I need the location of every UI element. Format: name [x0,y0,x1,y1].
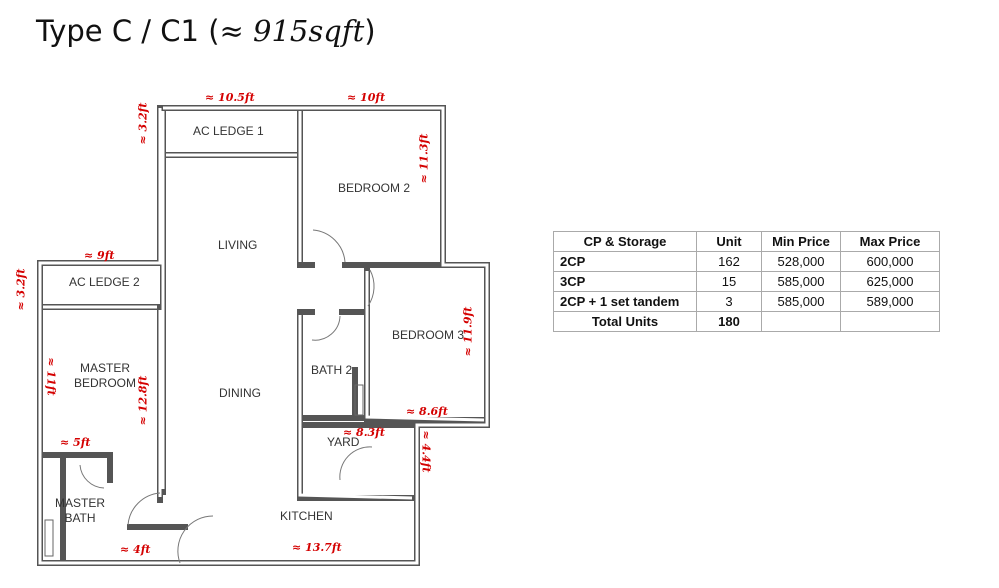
dim-kitchen-width: ≈ 13.7ft [292,541,342,554]
header-max-price: Max Price [840,231,940,252]
header-cp-storage: CP & Storage [553,231,697,252]
door-bath-2 [311,315,341,341]
dim-ac1-width: ≈ 10.5ft [205,91,255,104]
dim-bed3-depth: ≈ 11.9ft [461,306,475,357]
table-total-row: Total Units 180 [553,311,940,332]
cell-min-price: 528,000 [761,251,841,272]
dim-master-depth: ≈ 11ft [44,357,58,396]
door-swings [79,229,375,564]
room-dining: DINING [219,386,261,400]
door-bedroom-2 [312,229,346,263]
door-master-bath [79,464,105,489]
room-bedroom-3: BEDROOM 3 [392,328,465,342]
room-ac-ledge-2: AC LEDGE 2 [69,275,140,289]
cell-max-price: 600,000 [840,251,940,272]
dim-master-bath-width: ≈ 5ft [60,436,91,449]
cell-type: 3CP [553,271,697,292]
header-unit: Unit [696,231,762,252]
walls-inner [38,106,489,565]
table-row: 2CP 162 528,000 600,000 [553,251,940,272]
cell-unit: 15 [696,271,762,292]
master-bath-fixture [44,519,54,557]
cell-type: 2CP + 1 set tandem [553,291,697,312]
pricing-table: CP & Storage Unit Min Price Max Price 2C… [553,231,940,332]
bath-2-fixture [354,384,364,416]
cell-min-price: 585,000 [761,271,841,292]
room-kitchen: KITCHEN [280,509,333,523]
door-main-entrance [177,515,214,564]
room-living: LIVING [218,238,258,252]
cell-unit: 3 [696,291,762,312]
dim-bed3-width: ≈ 8.6ft [406,405,448,418]
dim-bed2-width: ≈ 10ft [347,91,386,104]
page-title: Type C / C1 (≈ 915sqft) [36,14,376,48]
door-yard [339,446,373,481]
room-yard: YARD [327,435,360,449]
dim-ac2-width: ≈ 9ft [84,249,115,262]
table-header-row: CP & Storage Unit Min Price Max Price [553,231,940,252]
cell-max-price: 589,000 [840,291,940,312]
room-ac-ledge-1: AC LEDGE 1 [193,124,264,138]
room-bedroom-2: BEDROOM 2 [338,181,411,195]
dim-ac1-depth: ≈ 3.2ft [136,102,150,145]
cell-empty [761,311,841,332]
door-master-bedroom [127,492,161,526]
dim-ac2-depth: ≈ 3.2ft [14,268,28,311]
cell-unit: 162 [696,251,762,272]
dim-corridor-width: ≈ 4ft [120,543,151,556]
room-bath-2: BATH 2 [311,363,353,377]
dim-bed2-depth: ≈ 11.3ft [417,133,431,184]
table-row: 3CP 15 585,000 625,000 [553,271,940,292]
cell-total-label: Total Units [553,311,697,332]
table-row: 2CP + 1 set tandem 3 585,000 589,000 [553,291,940,312]
header-min-price: Min Price [761,231,841,252]
dim-yard-width: ≈ 8.3ft [343,426,385,439]
dim-yard-depth: ≈ 4.4ft [419,430,433,473]
cell-min-price: 585,000 [761,291,841,312]
door-bedroom-3 [367,269,375,307]
cell-type: 2CP [553,251,697,272]
dim-master-length: ≈ 12.8ft [136,375,150,426]
cell-max-price: 625,000 [840,271,940,292]
cell-empty [840,311,940,332]
cell-total-unit: 180 [696,311,762,332]
